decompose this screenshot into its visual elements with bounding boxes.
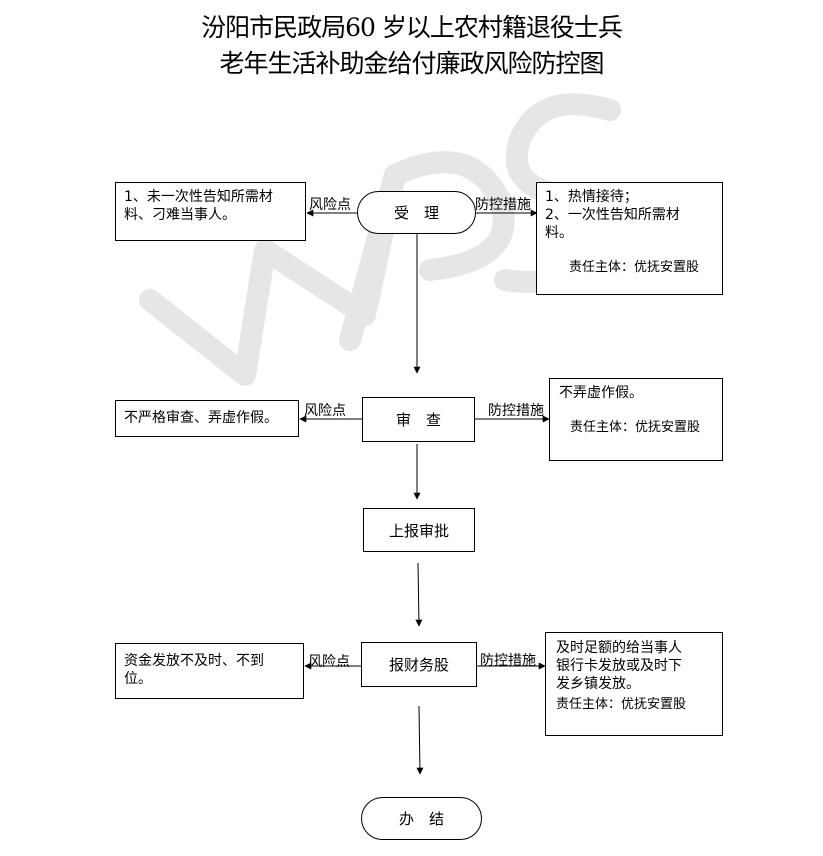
node-finance: 报财务股 (361, 642, 477, 687)
risk-text-accept-2: 料、刁难当事人。 (124, 207, 236, 223)
measure-label-review: 防控措施 (488, 403, 544, 419)
responsible-accept: 责任主体：优抚安置股 (569, 260, 700, 275)
watermark-letter-p (339, 151, 515, 351)
risk-text-finance-1: 资金发放不及时、不到 (124, 653, 264, 669)
measure-box-finance: 及时足额的给当事人 银行卡发放或及时下 发乡镇发放。 责任主体：优抚安置股 (545, 632, 723, 736)
node-report-label: 上报审批 (388, 521, 449, 540)
measure-text-accept-1: 1、热情接待； (545, 189, 638, 205)
risk-label-accept: 风险点 (309, 197, 351, 213)
measure-box-review: 不弄虚作假。 责任主体：优抚安置股 (549, 378, 723, 461)
measure-text-finance-1: 及时足额的给当事人 (556, 640, 682, 656)
risk-text-review-1: 不严格审查、弄虚作假。 (124, 410, 278, 426)
measure-text-finance-3: 发乡镇发放。 (556, 676, 640, 692)
arrow-finance-to-finish (416, 705, 424, 775)
title-line-2: 老年生活补助金给付廉政风险防控图 (219, 49, 604, 78)
responsible-finance: 责任主体：优抚安置股 (556, 697, 687, 712)
measure-text-review-1: 不弄虚作假。 (559, 385, 643, 401)
arrow-report-to-finance (415, 562, 423, 627)
measure-box-accept: 1、热情接待； 2、一次性告知所需材 料。 责任主体：优抚安置股 (536, 182, 723, 295)
risk-box-accept: 1、未一次性告知所需材 料、刁难当事人。 (115, 182, 306, 241)
measure-label-finance: 防控措施 (480, 653, 536, 669)
node-finance-label: 报财务股 (388, 656, 449, 674)
risk-label-finance: 风险点 (308, 654, 350, 670)
risk-box-finance: 资金发放不及时、不到 位。 (115, 643, 304, 699)
risk-label-review: 风险点 (304, 403, 346, 419)
responsible-review: 责任主体：优抚安置股 (570, 420, 701, 435)
risk-text-finance-2: 位。 (124, 671, 152, 687)
measure-label-accept: 防控措施 (475, 197, 531, 213)
node-review-label: 审 查 (395, 411, 441, 429)
node-report: 上报审批 (363, 508, 475, 552)
node-accept-label: 受 理 (393, 204, 439, 222)
risk-box-review: 不严格审查、弄虚作假。 (115, 400, 299, 437)
node-review: 审 查 (362, 397, 475, 442)
node-finish-label: 办 结 (398, 810, 444, 828)
node-accept: 受 理 (357, 191, 476, 234)
measure-text-accept-3: 料。 (545, 225, 573, 241)
measure-text-finance-2: 银行卡发放或及时下 (556, 658, 682, 674)
title-line-1: 汾阳市民政局60 岁以上农村籍退役士兵 (201, 13, 623, 42)
risk-text-accept-1: 1、未一次性告知所需材 (124, 189, 273, 205)
node-finish: 办 结 (361, 797, 482, 840)
measure-text-accept-2: 2、一次性告知所需材 (545, 207, 680, 223)
